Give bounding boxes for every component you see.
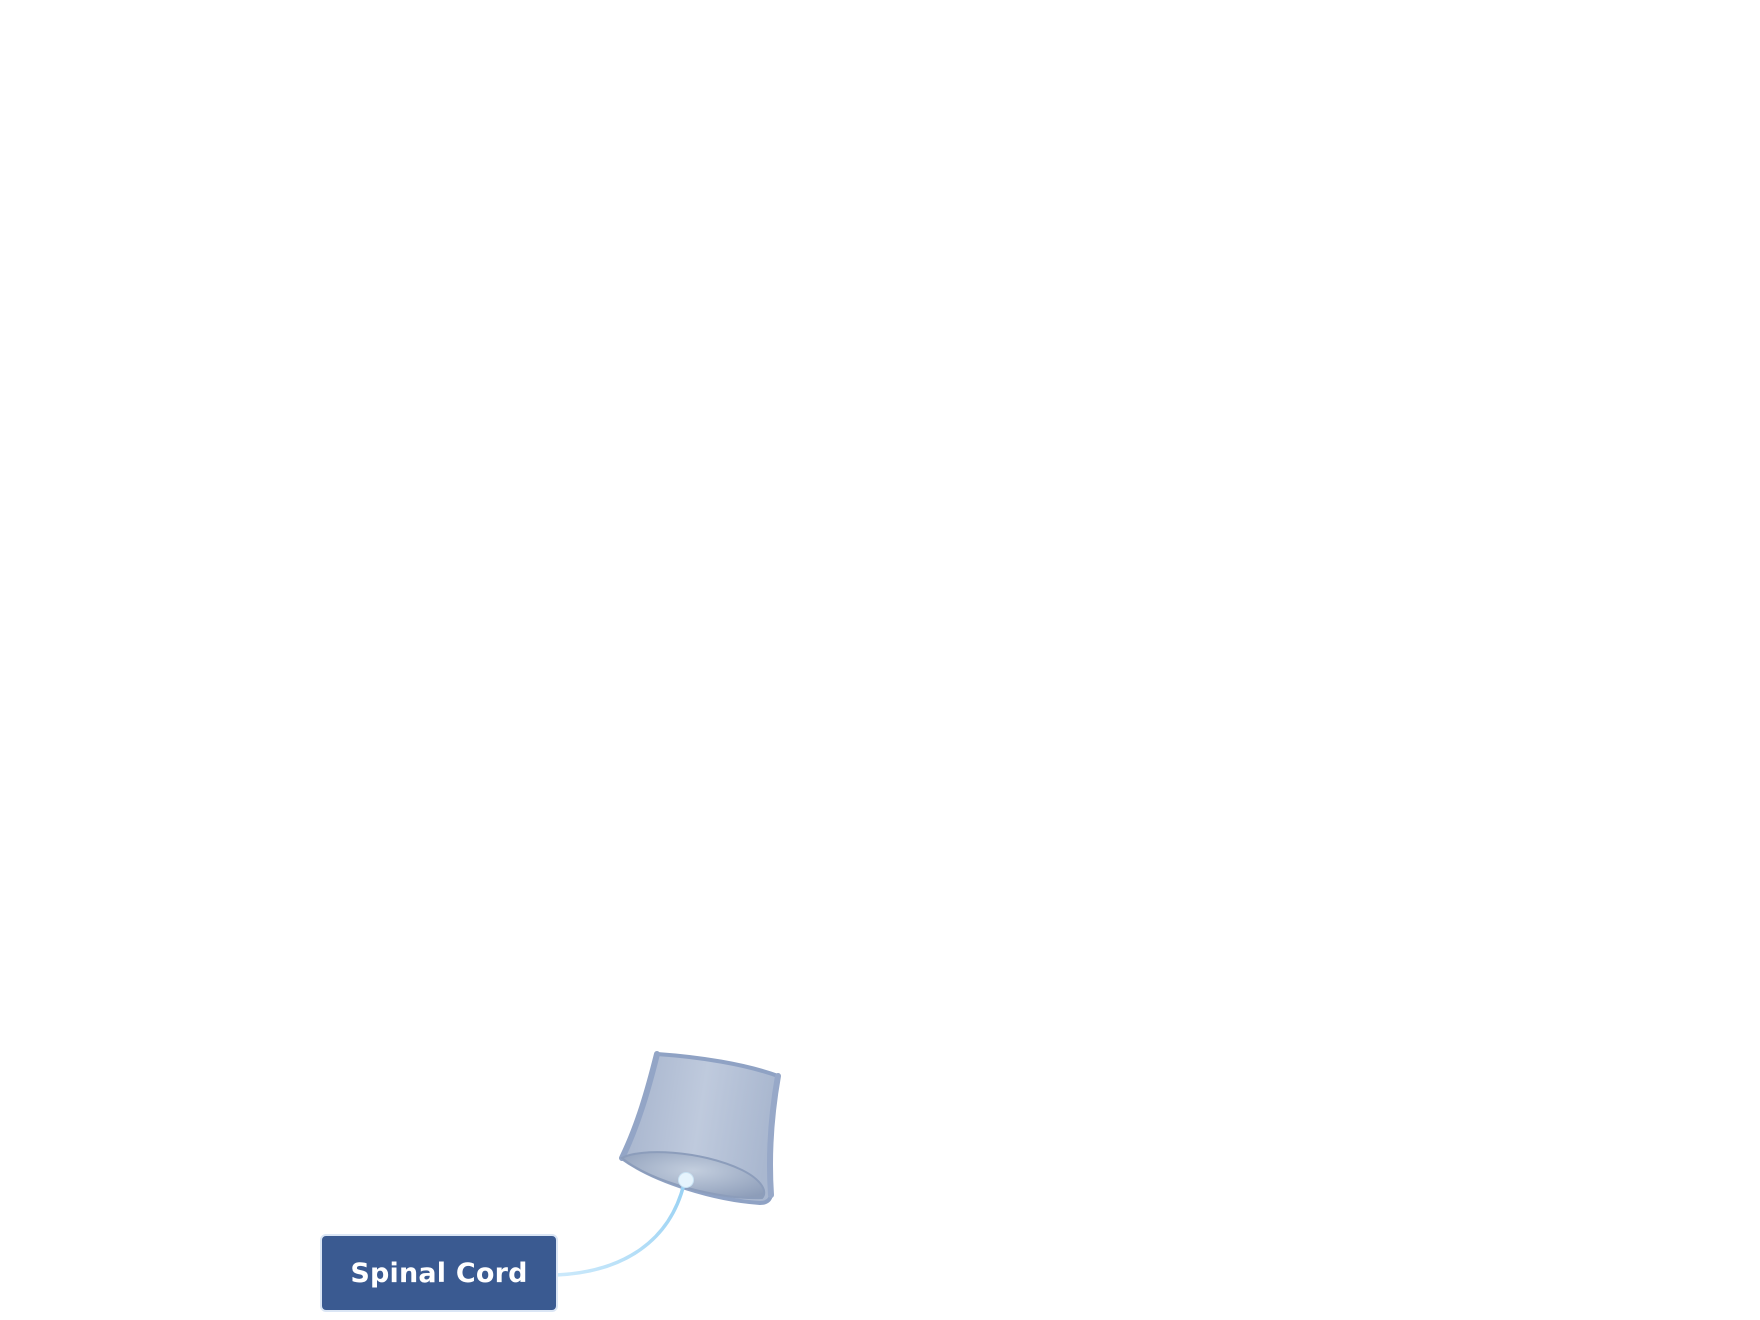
label-connector-line	[554, 1182, 686, 1277]
anchor-dot	[678, 1172, 694, 1188]
spinal-cord-label-text: Spinal Cord	[350, 1257, 528, 1289]
cord-segment-right-edge	[767, 1073, 781, 1198]
cord-cross-section-opening	[620, 1151, 766, 1200]
spinal-cord-illustration	[619, 1051, 781, 1205]
cord-segment-edge	[619, 1051, 660, 1161]
spinal-cord-label[interactable]: Spinal Cord	[320, 1234, 558, 1312]
